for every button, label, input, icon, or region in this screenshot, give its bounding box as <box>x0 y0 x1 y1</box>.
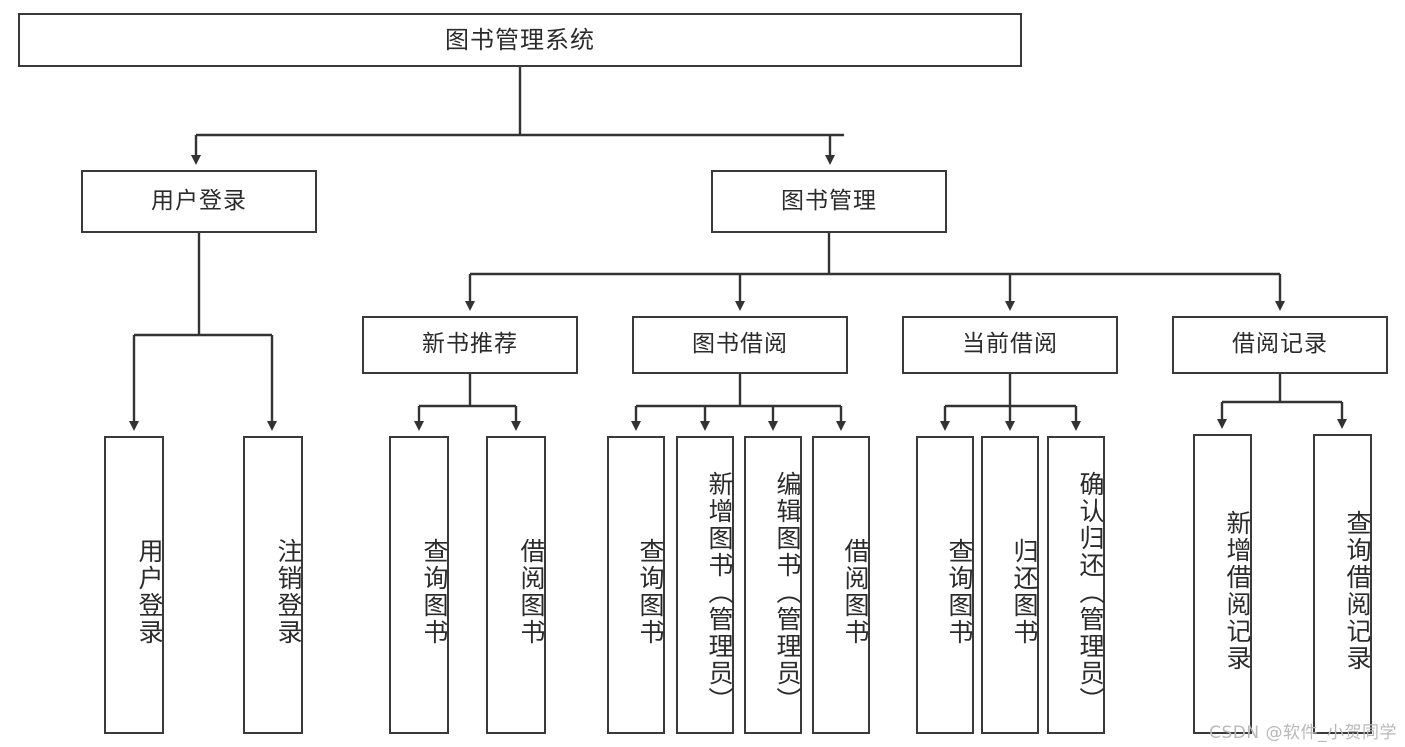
leaf-confirm-return-label: 确认归还（管理员） <box>1076 470 1105 714</box>
leaf-borrow-book-2[interactable]: 借阅图书 <box>812 436 870 734</box>
leaf-query-book-3-label: 查询图书 <box>945 538 974 646</box>
leaf-query-record-label: 查询借阅记录 <box>1343 510 1372 672</box>
node-root[interactable]: 图书管理系统 <box>18 13 1022 67</box>
leaf-query-record[interactable]: 查询借阅记录 <box>1313 434 1372 734</box>
leaf-add-book[interactable]: 新增图书（管理员） <box>676 436 734 734</box>
csdn-watermark: CSDN @软件_小贺同学 <box>1209 723 1397 743</box>
leaf-return-book[interactable]: 归还图书 <box>981 436 1039 734</box>
leaf-query-book-1-label: 查询图书 <box>420 538 449 646</box>
leaf-add-record-label: 新增借阅记录 <box>1223 510 1252 672</box>
node-book-manage-label: 图书管理 <box>781 187 877 214</box>
leaf-user-login[interactable]: 用户登录 <box>104 436 164 734</box>
node-user-login-label: 用户登录 <box>151 187 247 214</box>
leaf-borrow-book-1[interactable]: 借阅图书 <box>486 436 546 734</box>
node-current-borrow[interactable]: 当前借阅 <box>902 316 1118 374</box>
leaf-edit-book-label: 编辑图书（管理员） <box>773 470 802 714</box>
leaf-query-book-1[interactable]: 查询图书 <box>389 436 449 734</box>
node-current-borrow-label: 当前借阅 <box>962 331 1058 358</box>
node-new-book-recommend[interactable]: 新书推荐 <box>362 316 578 374</box>
leaf-edit-book[interactable]: 编辑图书（管理员） <box>744 436 802 734</box>
node-user-login[interactable]: 用户登录 <box>81 170 317 233</box>
leaf-user-login-label: 用户登录 <box>135 538 164 646</box>
node-borrow-record[interactable]: 借阅记录 <box>1172 316 1388 374</box>
leaf-return-book-label: 归还图书 <box>1010 538 1039 646</box>
leaf-logout-login[interactable]: 注销登录 <box>243 436 303 734</box>
node-root-label: 图书管理系统 <box>445 25 595 54</box>
leaf-query-book-2-label: 查询图书 <box>636 538 665 646</box>
node-book-borrow-label: 图书借阅 <box>692 331 788 358</box>
leaf-confirm-return[interactable]: 确认归还（管理员） <box>1047 436 1105 734</box>
leaf-query-book-3[interactable]: 查询图书 <box>916 436 974 734</box>
leaf-logout-login-label: 注销登录 <box>274 538 303 646</box>
node-book-manage[interactable]: 图书管理 <box>711 170 947 233</box>
leaf-borrow-book-1-label: 借阅图书 <box>517 538 546 646</box>
leaf-add-record[interactable]: 新增借阅记录 <box>1193 434 1252 734</box>
node-new-book-recommend-label: 新书推荐 <box>422 331 518 358</box>
node-borrow-record-label: 借阅记录 <box>1232 331 1328 358</box>
leaf-add-book-label: 新增图书（管理员） <box>705 470 734 714</box>
node-book-borrow[interactable]: 图书借阅 <box>632 316 848 374</box>
leaf-borrow-book-2-label: 借阅图书 <box>841 538 870 646</box>
leaf-query-book-2[interactable]: 查询图书 <box>607 436 665 734</box>
